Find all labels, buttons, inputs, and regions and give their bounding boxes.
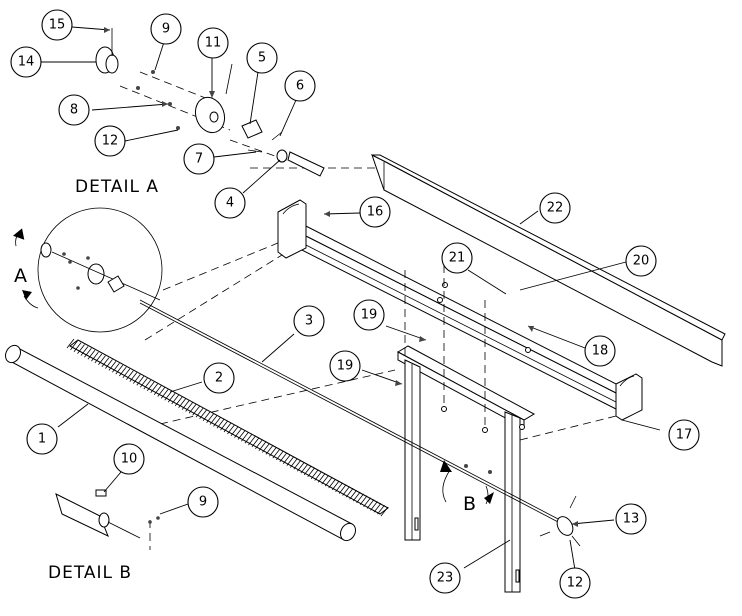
callout-5: 5 bbox=[246, 42, 278, 74]
svg-text:19: 19 bbox=[361, 308, 378, 323]
callout-18: 18 bbox=[584, 335, 616, 367]
svg-text:14: 14 bbox=[18, 55, 35, 70]
callout-12: 12 bbox=[94, 125, 126, 157]
part-3-rod bbox=[139, 299, 561, 524]
callout-20: 20 bbox=[625, 245, 657, 277]
detail-a-title: DETAIL A bbox=[75, 177, 159, 197]
view-marker-b: B bbox=[440, 460, 494, 515]
svg-text:5: 5 bbox=[258, 51, 266, 66]
svg-text:9: 9 bbox=[162, 22, 170, 37]
view-letter-b: B bbox=[463, 493, 476, 515]
svg-text:22: 22 bbox=[547, 201, 564, 216]
svg-text:12: 12 bbox=[567, 576, 584, 591]
callout-13: 13 bbox=[615, 503, 647, 535]
callout-12: 12 bbox=[559, 567, 591, 599]
callout-9: 9 bbox=[150, 13, 182, 45]
svg-text:7: 7 bbox=[195, 152, 203, 167]
svg-text:4: 4 bbox=[226, 196, 234, 211]
callout-9: 9 bbox=[187, 486, 219, 518]
callout-8: 8 bbox=[58, 94, 90, 126]
part-22-cover bbox=[371, 154, 726, 367]
svg-text:20: 20 bbox=[633, 254, 650, 269]
callout-3: 3 bbox=[293, 305, 325, 337]
callout-22: 22 bbox=[539, 192, 571, 224]
svg-text:11: 11 bbox=[205, 36, 222, 51]
callouts: 15 14 9 11 5 6 8 12 7 4 16 22 21 20 19 1… bbox=[10, 9, 700, 599]
callout-21: 21 bbox=[441, 242, 473, 274]
svg-text:9: 9 bbox=[199, 495, 207, 510]
detail-b-components bbox=[55, 489, 160, 539]
part-1-tube bbox=[5, 344, 356, 542]
callout-15: 15 bbox=[41, 9, 73, 41]
svg-text:10: 10 bbox=[121, 452, 138, 467]
svg-text:19: 19 bbox=[337, 359, 354, 374]
callout-23: 23 bbox=[429, 562, 461, 594]
svg-text:6: 6 bbox=[296, 79, 304, 94]
svg-text:16: 16 bbox=[367, 205, 384, 220]
callout-6: 6 bbox=[284, 70, 316, 102]
callout-14: 14 bbox=[10, 46, 42, 78]
callout-10: 10 bbox=[113, 443, 145, 475]
svg-text:17: 17 bbox=[676, 428, 693, 443]
svg-text:21: 21 bbox=[449, 251, 466, 266]
svg-text:13: 13 bbox=[623, 512, 640, 527]
callout-19: 19 bbox=[329, 350, 361, 382]
svg-text:18: 18 bbox=[592, 344, 609, 359]
callout-1: 1 bbox=[26, 423, 58, 455]
leader-arrowheads bbox=[104, 27, 578, 527]
callout-2: 2 bbox=[203, 362, 235, 394]
svg-text:8: 8 bbox=[70, 103, 78, 118]
svg-text:1: 1 bbox=[38, 432, 46, 447]
detail-a-circle bbox=[37, 207, 163, 333]
detail-b-title: DETAIL B bbox=[48, 563, 132, 583]
part-17-beam bbox=[277, 199, 643, 421]
svg-text:12: 12 bbox=[102, 134, 119, 149]
svg-text:15: 15 bbox=[49, 18, 66, 33]
view-letter-a: A bbox=[14, 265, 27, 287]
svg-text:2: 2 bbox=[215, 371, 223, 386]
callout-19: 19 bbox=[353, 299, 385, 331]
part-23-stand bbox=[396, 265, 536, 593]
callout-17: 17 bbox=[668, 419, 700, 451]
callout-11: 11 bbox=[197, 27, 229, 59]
detail-a-components bbox=[95, 28, 325, 177]
callout-7: 7 bbox=[183, 143, 215, 175]
svg-text:3: 3 bbox=[305, 314, 313, 329]
part-2-threaded-rod bbox=[66, 338, 389, 517]
part-13-end-disc bbox=[464, 464, 581, 547]
callout-4: 4 bbox=[214, 187, 246, 219]
leader-lines bbox=[40, 26, 661, 571]
callout-16: 16 bbox=[359, 196, 391, 228]
view-marker-a: A bbox=[12, 228, 39, 309]
svg-text:23: 23 bbox=[437, 571, 454, 586]
